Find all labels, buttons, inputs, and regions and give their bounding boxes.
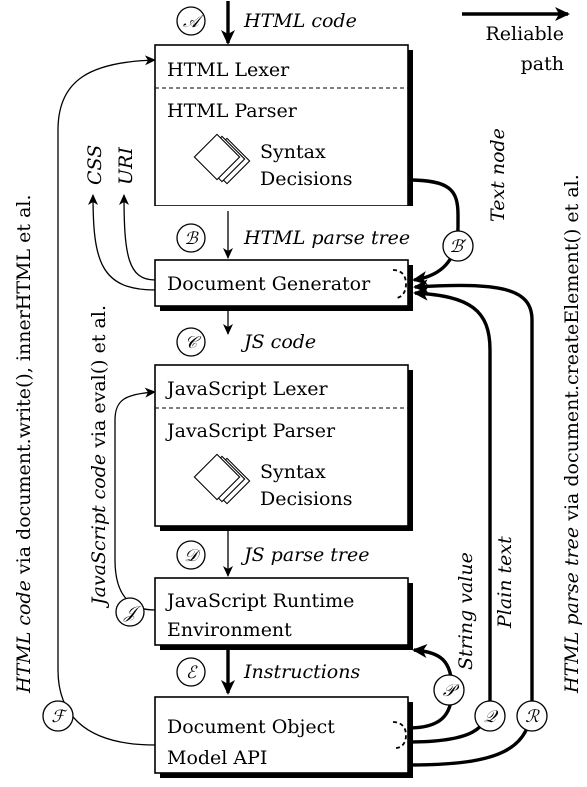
dom-api-box: Document Object Model API bbox=[154, 696, 413, 778]
stage-d-label: 𝒟 bbox=[184, 546, 201, 566]
html-lexer-label: HTML Lexer bbox=[167, 59, 290, 81]
css-arrow bbox=[88, 194, 156, 291]
js-syntax-decisions-icon bbox=[193, 453, 251, 505]
stage-q: 𝒬 bbox=[474, 700, 506, 732]
document-write-italic: HTML code bbox=[13, 580, 35, 694]
html-lexer-parser-box: HTML Lexer HTML Parser Syntax Decisions bbox=[154, 44, 413, 211]
js-parser-label: JavaScript Parser bbox=[165, 420, 336, 442]
html-parser-label: HTML Parser bbox=[167, 100, 298, 122]
instructions-edge-label: Instructions bbox=[243, 661, 360, 683]
legend: Reliable path bbox=[462, 7, 570, 75]
runtime-label-line1: JavaScript Runtime bbox=[165, 590, 354, 612]
stage-b-prime: ℬ′ bbox=[442, 230, 474, 262]
stage-r-label: ℛ bbox=[525, 707, 540, 727]
html-code-edge-label: HTML code bbox=[243, 10, 357, 32]
js-parse-tree-edge-label: JS parse tree bbox=[240, 544, 370, 566]
stage-b-label: ℬ bbox=[184, 229, 199, 249]
css-label: CSS bbox=[84, 145, 106, 185]
eval-arrow bbox=[114, 387, 156, 611]
legend-line2: path bbox=[521, 53, 564, 75]
create-element-arrow bbox=[407, 279, 534, 767]
stage-a: 𝒜 bbox=[176, 6, 206, 36]
dom-label-line2: Model API bbox=[167, 747, 267, 769]
document-generator-label: Document Generator bbox=[167, 273, 371, 295]
stage-b: ℬ bbox=[176, 223, 206, 253]
js-syntax-label: Syntax bbox=[260, 461, 326, 483]
stage-p: 𝒫 bbox=[433, 674, 465, 706]
eval-side-rest: via eval() et al. bbox=[88, 305, 110, 454]
create-element-side-label: HTML parse tree via document.createEleme… bbox=[561, 174, 583, 694]
create-element-italic: HTML parse tree bbox=[561, 527, 583, 694]
stage-b-prime-label: ℬ′ bbox=[449, 237, 466, 257]
js-lexer-label: JavaScript Lexer bbox=[165, 378, 328, 400]
stage-e: ℰ bbox=[176, 657, 206, 687]
uri-arrow bbox=[119, 194, 156, 281]
plain-text-arrow bbox=[407, 286, 492, 744]
js-runtime-box: JavaScript Runtime Environment bbox=[154, 577, 413, 650]
eval-side-italic: JavaScript code bbox=[88, 454, 110, 609]
stage-r: ℛ bbox=[516, 700, 548, 732]
stage-e-label: ℰ bbox=[186, 663, 198, 683]
html-decisions-label: Decisions bbox=[260, 168, 352, 190]
html-syntax-label: Syntax bbox=[260, 141, 326, 163]
stage-d: 𝒟 bbox=[176, 540, 206, 570]
document-generator-box-main: Document Generator bbox=[154, 259, 413, 311]
eval-side-label: JavaScript code via eval() et al. bbox=[88, 305, 110, 609]
stage-c: 𝒞 bbox=[176, 327, 206, 357]
stage-f-label: ℱ bbox=[51, 707, 68, 727]
html-parse-tree-edge-label: HTML parse tree bbox=[243, 227, 410, 249]
stage-a-label: 𝒜 bbox=[183, 12, 204, 32]
js-code-edge-label: JS code bbox=[240, 331, 316, 353]
stage-j: 𝒥 bbox=[115, 597, 145, 627]
document-write-side-label: HTML code via document.write(), innerHTM… bbox=[13, 194, 35, 694]
stage-q-label: 𝒬 bbox=[484, 707, 499, 727]
string-value-label: String value bbox=[455, 552, 477, 670]
syntax-decisions-icon bbox=[193, 133, 251, 185]
create-element-rest: via document.createElement() et al. bbox=[561, 174, 583, 527]
plain-text-label: Plain text bbox=[494, 536, 516, 629]
doc-gen-self-loop bbox=[392, 269, 407, 299]
dom-label-line1: Document Object bbox=[167, 716, 335, 738]
js-lexer-parser-box: JavaScript Lexer JavaScript Parser Synta… bbox=[154, 364, 413, 531]
js-decisions-label: Decisions bbox=[260, 488, 352, 510]
legend-line1: Reliable bbox=[485, 23, 564, 45]
document-write-rest: via document.write(), innerHTML et al. bbox=[13, 194, 35, 580]
text-node-arrow bbox=[407, 178, 460, 285]
document-write-arrow bbox=[57, 55, 156, 746]
stage-f: ℱ bbox=[42, 700, 74, 732]
text-node-label: Text node bbox=[487, 128, 509, 222]
uri-label: URI bbox=[115, 147, 137, 185]
runtime-label-line2: Environment bbox=[167, 619, 292, 641]
